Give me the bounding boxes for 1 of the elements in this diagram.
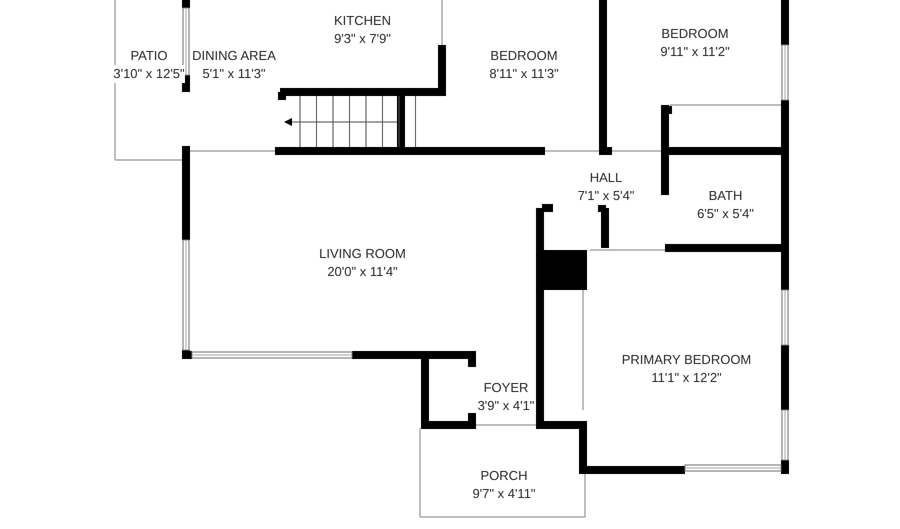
room-dimensions: 3'10" x 12'5" [113, 65, 185, 83]
